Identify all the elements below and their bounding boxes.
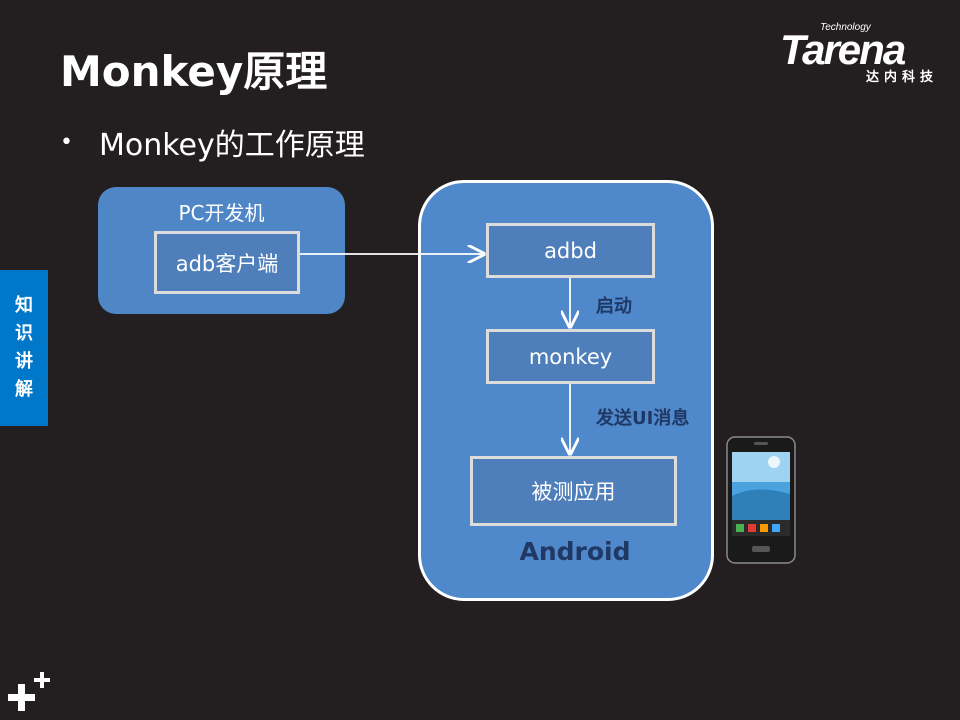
adbd-node: adbd xyxy=(486,223,655,278)
logo-subtitle: 达内科技 xyxy=(866,70,939,85)
logo-brand: Tarena xyxy=(780,26,906,73)
edge-label-start: 启动 xyxy=(596,296,632,317)
android-label: Android xyxy=(519,537,631,566)
smartphone-icon xyxy=(726,436,796,564)
slide-title: Monkey原理 xyxy=(60,47,328,96)
pc-group-label: PC开发机 xyxy=(178,201,265,225)
side-tab-char: 识 xyxy=(15,323,33,344)
logo-tagline: Technology xyxy=(820,22,871,33)
adb-client-node: adb客户端 xyxy=(154,231,300,294)
bullet-item: • Monkey的工作原理 xyxy=(60,120,365,164)
app-under-test-node: 被测应用 xyxy=(470,456,677,526)
side-tab-char: 讲 xyxy=(15,351,33,372)
plus-icon xyxy=(8,672,50,711)
side-tab-char: 解 xyxy=(15,379,33,400)
bullet-dot: • xyxy=(60,129,73,155)
monkey-node: monkey xyxy=(486,329,655,384)
bullet-text: Monkey的工作原理 xyxy=(98,128,365,163)
side-tab-char: 知 xyxy=(15,295,33,316)
tarena-logo: Tarena Technology 达内科技 xyxy=(780,22,950,85)
edge-label-send-ui: 发送UI消息 xyxy=(596,408,690,429)
side-tab: 知 识 讲 解 xyxy=(0,270,48,426)
